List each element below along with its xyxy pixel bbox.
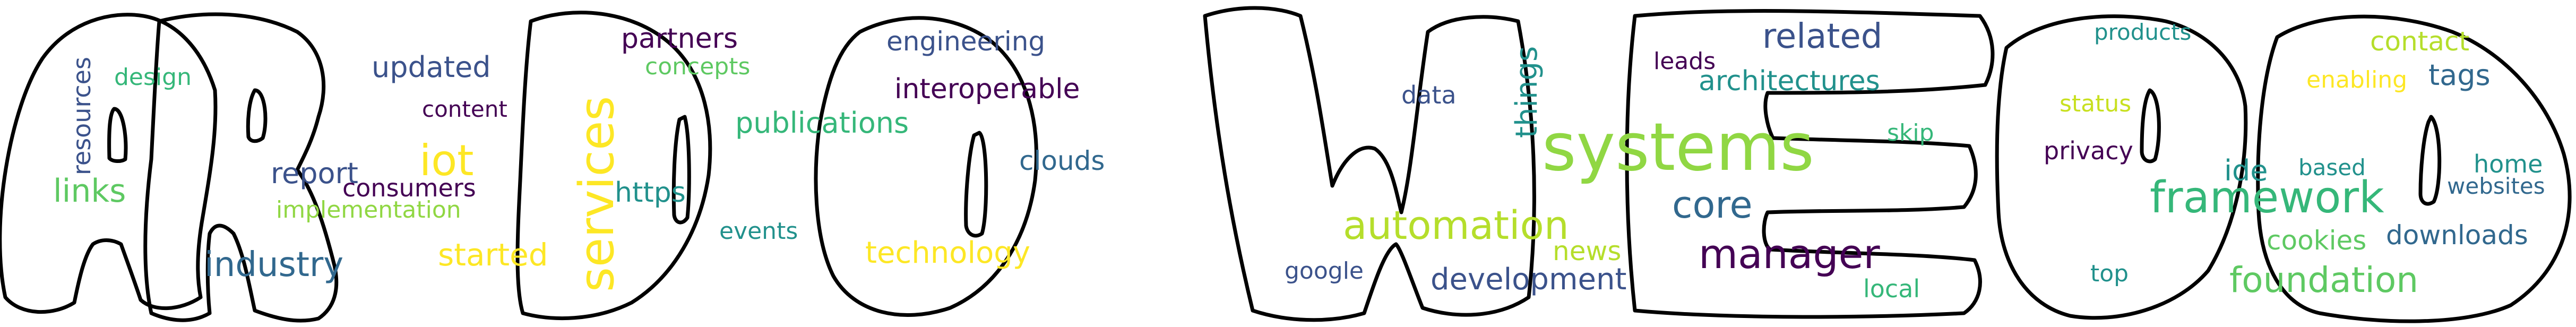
- word-clouds: clouds: [1019, 145, 1105, 176]
- outline-letter-d1: [515, 11, 712, 321]
- word-https: https: [615, 177, 686, 209]
- word-tags: tags: [2428, 58, 2491, 92]
- word-related: related: [1762, 17, 1882, 56]
- word-core: core: [1672, 183, 1753, 227]
- word-based: based: [2298, 154, 2366, 180]
- outline-letter-d2: [1995, 14, 2248, 320]
- word-automation: automation: [1343, 203, 1569, 248]
- word-downloads: downloads: [2386, 220, 2528, 251]
- word-ide: ide: [2224, 154, 2268, 187]
- outline-letter-o2: [2256, 14, 2572, 323]
- word-interoperable: interoperable: [894, 73, 1080, 105]
- word-cookies: cookies: [2267, 225, 2366, 256]
- word-services: services: [569, 96, 625, 292]
- word-local: local: [1863, 274, 1920, 303]
- word-framework: framework: [2150, 173, 2384, 223]
- word-websites: websites: [2447, 173, 2545, 199]
- word-contact: contact: [2370, 26, 2469, 57]
- word-started: started: [438, 237, 548, 273]
- word-architectures: architectures: [1699, 65, 1880, 97]
- word-news: news: [1553, 236, 1621, 266]
- word-engineering: engineering: [886, 26, 1045, 57]
- word-leads: leads: [1653, 48, 1716, 75]
- words-layer: resources design links updated content iot rep…: [53, 17, 2545, 303]
- outline-letter-e: [1625, 9, 1995, 319]
- word-concepts: concepts: [645, 53, 750, 80]
- word-development: development: [1431, 262, 1626, 297]
- outline-letter-r: [143, 12, 339, 323]
- word-data: data: [1401, 81, 1457, 109]
- word-skip: skip: [1887, 119, 1934, 147]
- word-updated: updated: [372, 50, 491, 84]
- word-resources: resources: [67, 57, 96, 175]
- word-privacy: privacy: [2044, 136, 2133, 165]
- word-status: status: [2060, 90, 2131, 117]
- word-links: links: [53, 173, 126, 210]
- word-technology: technology: [865, 236, 1030, 270]
- word-home: home: [2474, 150, 2543, 178]
- word-systems: systems: [1542, 109, 1814, 186]
- letter-outlines: [0, 6, 2572, 323]
- word-publications: publications: [735, 106, 909, 140]
- word-industry: industry: [204, 245, 343, 285]
- word-content: content: [422, 96, 507, 122]
- word-design: design: [114, 64, 192, 91]
- outline-letter-w: [1203, 6, 1536, 322]
- word-partners: partners: [621, 23, 738, 55]
- word-top: top: [2090, 260, 2129, 287]
- word-products: products: [2094, 19, 2191, 45]
- word-google: google: [1285, 257, 1364, 285]
- word-enabling: enabling: [2306, 66, 2407, 93]
- outline-letter-o1: [814, 16, 1038, 317]
- outline-letter-a: [0, 13, 218, 314]
- word-iot: iot: [419, 136, 474, 185]
- word-implementation: implementation: [276, 196, 461, 223]
- word-manager: manager: [1699, 230, 1880, 278]
- word-foundation: foundation: [2229, 260, 2418, 300]
- word-events: events: [719, 218, 798, 245]
- word-report: report: [271, 157, 358, 190]
- word-things: things: [1510, 46, 1544, 138]
- word-consumers: consumers: [342, 174, 476, 202]
